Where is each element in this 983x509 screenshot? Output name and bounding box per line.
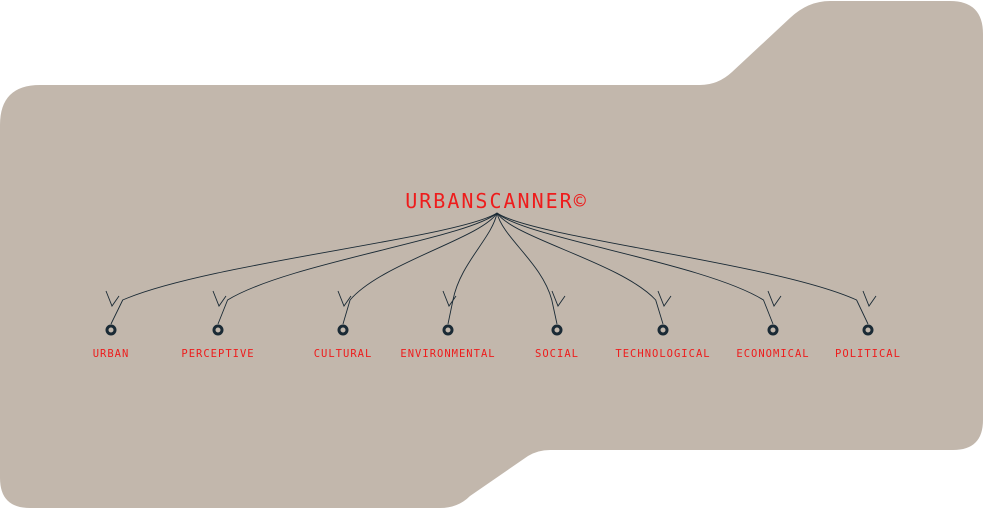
arrowhead-icon [657,290,672,307]
node-label-environmental: ENVIRONMENTAL [400,348,496,360]
arrowhead-icon [767,290,782,307]
root-node-title: URBANSCANNER© [405,189,588,213]
node-environmental [442,324,454,336]
node-label-technological: TECHNOLOGICAL [615,348,711,360]
node-technological [657,324,669,336]
edge-economical [496,212,774,325]
arrowhead-icon [212,290,227,307]
node-label-urban: URBAN [92,348,130,360]
edge-cultural [342,212,498,325]
edge-environmental [447,212,498,325]
node-economical [767,324,779,336]
arrowhead-icon [862,290,877,307]
node-label-perceptive: PERCEPTIVE [181,348,255,360]
edge-political [496,212,869,325]
edge-urban [110,212,498,325]
node-label-economical: ECONOMICAL [736,348,810,360]
node-urban [105,324,117,336]
node-political [862,324,874,336]
node-cultural [337,324,349,336]
edge-social [496,212,558,325]
node-label-political: POLITICAL [835,348,901,360]
edge-technological [496,212,664,325]
node-label-cultural: CULTURAL [313,348,373,360]
edge-perceptive [217,212,498,325]
node-perceptive [212,324,224,336]
node-label-social: SOCIAL [535,348,579,360]
arrowhead-icon [105,290,120,307]
arrowhead-icon [551,290,566,307]
arrowhead-icon [337,290,352,307]
node-social [551,324,563,336]
arrowhead-icon [442,290,457,307]
